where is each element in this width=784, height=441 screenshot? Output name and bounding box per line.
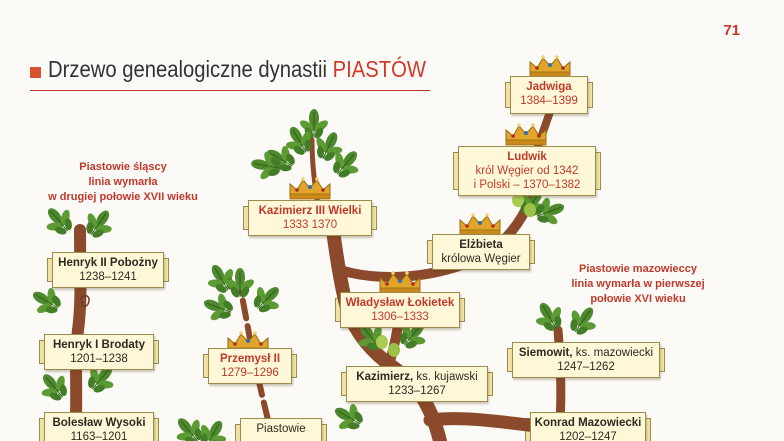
- page-title: Drzewo genealogiczne dynastii PIASTÓW: [30, 56, 430, 91]
- crown-kazimierz: [289, 176, 331, 200]
- label-przemysl-ii: Przemysł II 1279–1296: [203, 348, 297, 384]
- label-siemowit: Siemowit, ks. mazowiecki 1247–1262: [507, 342, 665, 378]
- title-main: Drzewo genealogiczne dynastii: [48, 56, 328, 82]
- title-bullet: [30, 67, 41, 78]
- label-konrad-mazowiecki: Konrad Mazowiecki 1202–1247: [525, 412, 651, 441]
- page-number: 71: [723, 22, 740, 39]
- label-jadwiga: Jadwiga 1384–1399: [505, 76, 593, 114]
- crown-elzbieta: [459, 212, 501, 236]
- label-henryk-i: Henryk I Brodaty 1201–1238: [39, 334, 159, 370]
- label-wladyslaw-lokietek: Władysław Łokietek 1306–1333: [335, 292, 465, 328]
- label-boleslaw-wysoki: Bolesław Wysoki 1163–1201: [39, 412, 159, 441]
- label-ludwik: Ludwik król Węgier od 1342 i Polski – 13…: [453, 146, 601, 196]
- main-trunk: [326, 223, 447, 441]
- note-silesian-line: Piastowie śląscy linia wymarła w drugiej…: [48, 161, 198, 203]
- label-kazimierz-iii: Kazimierz III Wielki 1333 1370: [243, 200, 377, 236]
- acorn-cluster-wladyslaw: [376, 335, 400, 357]
- label-kazimierz-kujawski: Kazimierz, ks. kujawski 1233–1267: [341, 366, 493, 402]
- label-elzbieta: Elżbieta królowa Węgier: [427, 234, 535, 270]
- label-piastowie-partial: Piastowie: [235, 418, 327, 441]
- acorn-cluster-ludwik: [512, 193, 536, 217]
- title-accent: PIASTÓW: [332, 56, 426, 82]
- label-henryk-ii: Henryk II Pobożny 1238–1241: [47, 252, 169, 288]
- note-masovian-line: Piastowie mazowieccy linia wymarła w pie…: [571, 263, 705, 305]
- crown-jadwiga: [529, 54, 571, 78]
